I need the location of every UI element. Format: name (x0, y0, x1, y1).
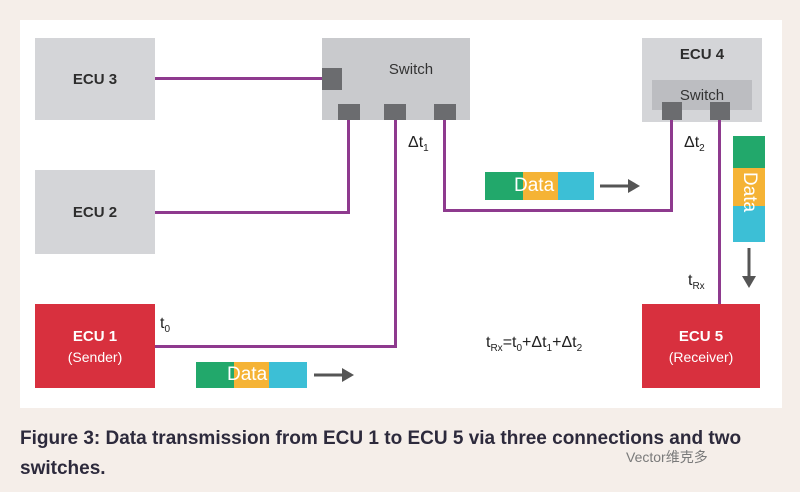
link-ecu2-h (155, 211, 349, 214)
packet2-cyan (558, 172, 594, 200)
switch1-port-2 (384, 104, 406, 120)
link-s2-ecu5 (718, 120, 721, 304)
formula-dt2-sub: 2 (576, 343, 583, 355)
label-t0-base: t (160, 315, 165, 332)
formula: tRx=t0+Δt1+Δt2 (486, 334, 582, 354)
watermark: Vector维克多 (626, 449, 708, 465)
ecu3-box: ECU 3 (35, 38, 155, 120)
label-t0: t0 (160, 315, 170, 335)
packet1-cyan (269, 362, 307, 388)
packet1-label: Data (227, 364, 268, 385)
link-ecu3-switch1 (155, 77, 322, 80)
switch1-port-1 (338, 104, 360, 120)
packet3-yellow (733, 168, 765, 206)
label-dt1-base: Δt (408, 134, 424, 151)
label-dt1: Δt1 (408, 134, 429, 154)
label-t0-sub: 0 (164, 324, 171, 336)
ecu1-role: (Sender) (67, 348, 123, 365)
formula-dt1-sub: 1 (546, 343, 553, 355)
formula-p1: +Δt (522, 334, 547, 351)
packet3-label: Data (739, 171, 760, 213)
figure-caption: Figure 3: Data transmission from ECU 1 t… (20, 428, 742, 479)
ecu4-label: ECU 4 (679, 46, 725, 63)
packet1-green (196, 362, 234, 388)
packet2-green (485, 172, 523, 200)
packet3-cyan (733, 206, 765, 242)
switch1-port-left (322, 68, 342, 90)
formula-t0-sub: 0 (516, 343, 523, 355)
link-ecu1-h (155, 345, 396, 348)
ecu2-label: ECU 2 (72, 203, 118, 221)
packet1-arrow-icon (314, 368, 354, 382)
label-trx-base: t (688, 272, 693, 289)
label-dt2-sub: 2 (699, 143, 705, 155)
label-dt1-sub: 1 (423, 143, 429, 155)
packet2-yellow (523, 172, 558, 200)
ecu3-label: ECU 3 (72, 70, 118, 88)
ecu5-label: ECU 5 (678, 327, 724, 345)
formula-lhs: t (486, 334, 491, 351)
switch2-label: Switch (679, 86, 725, 104)
label-dt2: Δt2 (684, 134, 705, 154)
label-dt2-base: Δt (684, 134, 700, 151)
formula-p2: +Δt (552, 334, 577, 351)
ecu2-box: ECU 2 (35, 170, 155, 254)
label-trx: tRx (688, 272, 705, 292)
switch2-port-1 (662, 102, 682, 120)
switch1-port-3 (434, 104, 456, 120)
packet3-green (733, 136, 765, 168)
packet1-yellow (234, 362, 269, 388)
ecu5-box: ECU 5 (Receiver) (642, 304, 760, 388)
link-s1-s2-v1 (443, 120, 446, 212)
ecu1-box: ECU 1 (Sender) (35, 304, 155, 388)
link-ecu2-v (347, 120, 350, 214)
packet2-arrow-icon (600, 179, 640, 193)
packet3-arrow-icon (742, 248, 756, 288)
switch1-label: Switch (388, 60, 434, 78)
link-s1-s2-v2 (670, 120, 673, 212)
formula-lhs-sub: Rx (490, 343, 503, 355)
formula-eq: =t (502, 334, 517, 351)
ecu1-label: ECU 1 (72, 327, 118, 345)
link-s1-s2-h (443, 209, 672, 212)
link-ecu1-v (394, 120, 397, 348)
packet2-label: Data (514, 175, 555, 196)
switch2-port-2 (710, 102, 730, 120)
ecu5-role: (Receiver) (668, 348, 734, 365)
label-trx-sub: Rx (692, 281, 705, 293)
